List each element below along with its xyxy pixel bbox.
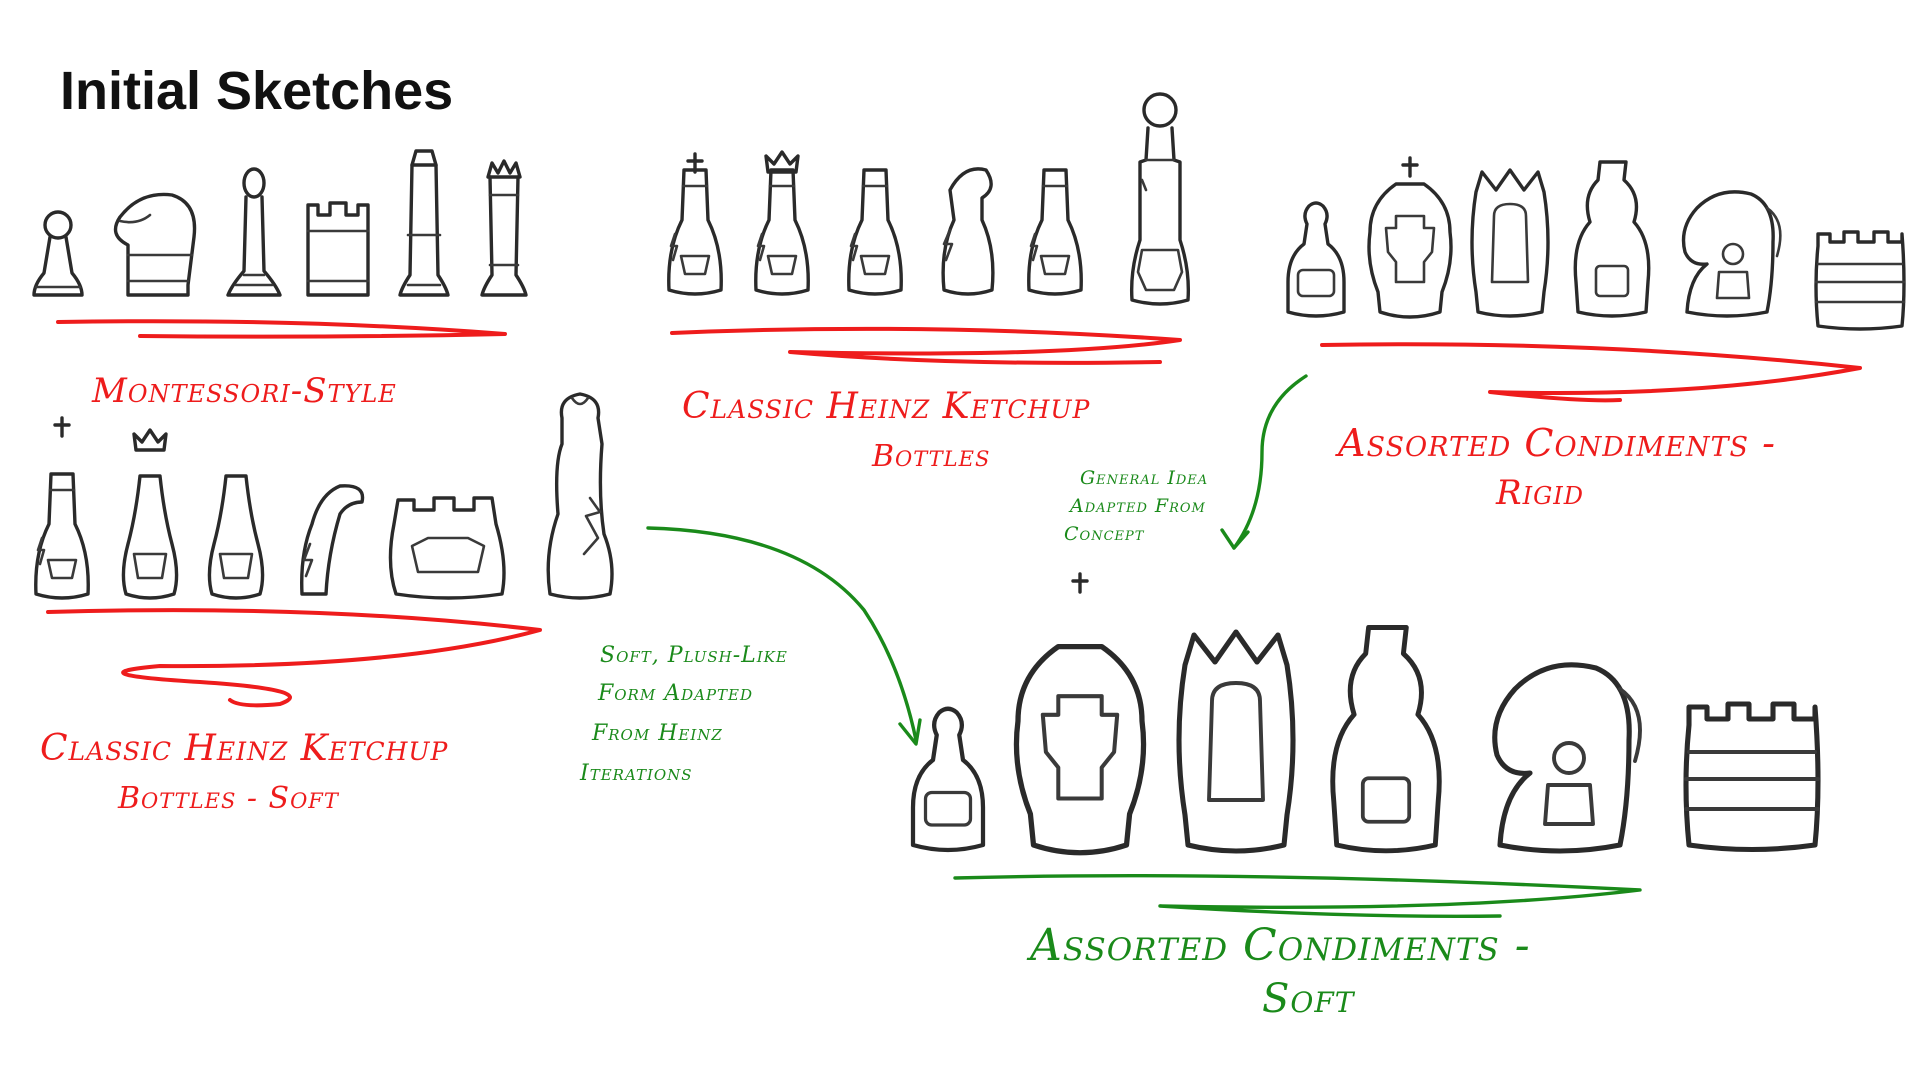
montessori-knight: [113, 192, 197, 297]
condiments-soft-label-line1: Assorted Condiments -: [1026, 920, 1531, 971]
page-title: Initial Sketches: [60, 61, 454, 121]
soft-plush-note-line4: Iterations: [579, 761, 693, 786]
general-idea-note-line3: Concept: [1064, 523, 1145, 545]
heinz-soft-queen: [121, 474, 179, 600]
arrowhead-icon: [898, 718, 922, 746]
condiments-soft-rook: [1686, 704, 1818, 850]
condiments-rigid-underline: [1320, 342, 1862, 403]
condiments-rigid-king: [1367, 182, 1453, 319]
general-idea-note-line2: Adapted From: [1068, 495, 1206, 517]
soft-plush-note-line1: Soft, Plush-Like: [600, 643, 788, 668]
condiments-soft-sketches: [913, 572, 1818, 918]
montessori-underline: [56, 319, 507, 339]
heinz-classic-knight: [941, 167, 995, 296]
arrow-icon: [1232, 374, 1308, 550]
heinz-soft-rook: [388, 496, 506, 600]
cross-icon: [1401, 156, 1419, 178]
crown-icon: [132, 428, 168, 452]
condiments-rigid-label-line1: Assorted Condiments -: [1335, 421, 1776, 465]
heinz-classic-underline: [670, 326, 1182, 365]
soft-plush-note-line2: Form Adapted: [597, 681, 753, 706]
condiments-soft-pawn: [913, 709, 983, 850]
heinz-soft-underline: [46, 608, 542, 708]
heinz-classic-queen: [754, 168, 810, 296]
soft-plush-note-line3: From Heinz: [591, 721, 723, 746]
condiments-soft-knight: [1495, 665, 1640, 851]
condiments-rigid-pawn: [1286, 201, 1346, 318]
heinz-classic-sketches: [667, 92, 1191, 365]
condiments-rigid-label-line2: Rigid: [1495, 473, 1584, 513]
montessori-king: [398, 149, 450, 297]
cross-icon: [53, 416, 71, 438]
montessori-queen: [480, 159, 528, 297]
general-idea-note-line1: General Idea: [1080, 467, 1208, 489]
heinz-classic-king: [667, 168, 723, 296]
heinz-soft-knight: [300, 484, 365, 596]
condiments-soft-queen: [1179, 632, 1293, 851]
condiments-soft-bishop: [1333, 628, 1440, 851]
condiments-soft-king: [1016, 647, 1143, 853]
heinz-soft-bottle: [546, 392, 614, 600]
heinz-soft-king: [34, 472, 90, 600]
condiments-soft-underline: [953, 874, 1642, 918]
condiments-rigid-queen: [1470, 168, 1550, 318]
heinz-classic-label-line2: Bottles: [871, 439, 990, 474]
condiments-rigid-knight: [1681, 190, 1783, 318]
arrowhead-icon: [1220, 528, 1250, 550]
condiments-rigid-bishop: [1573, 160, 1651, 318]
montessori-bishop: [226, 167, 282, 297]
montessori-pawn: [32, 210, 84, 297]
condiments-rigid-sketches: [1286, 156, 1906, 403]
condiments-soft-label-line2: Soft: [1262, 976, 1356, 1022]
montessori-label: Montessori-Style: [91, 371, 397, 411]
heinz-classic-rook: [1027, 168, 1083, 296]
heinz-soft-sketches: [34, 392, 614, 708]
heinz-soft-bishop: [207, 474, 265, 600]
heinz-soft-label-line2: Bottles - Soft: [117, 781, 340, 816]
heinz-classic-bishop: [847, 168, 903, 296]
heinz-soft-label-line1: Classic Heinz Ketchup: [40, 728, 448, 769]
arrow-icon: [646, 526, 918, 742]
cross-icon: [1071, 572, 1089, 594]
montessori-rook: [306, 201, 370, 297]
heinz-classic-label-line1: Classic Heinz Ketchup: [682, 386, 1090, 427]
montessori-sketches: [32, 149, 528, 339]
heinz-classic-bottle: [1129, 92, 1191, 306]
condiments-rigid-rook: [1814, 230, 1906, 331]
